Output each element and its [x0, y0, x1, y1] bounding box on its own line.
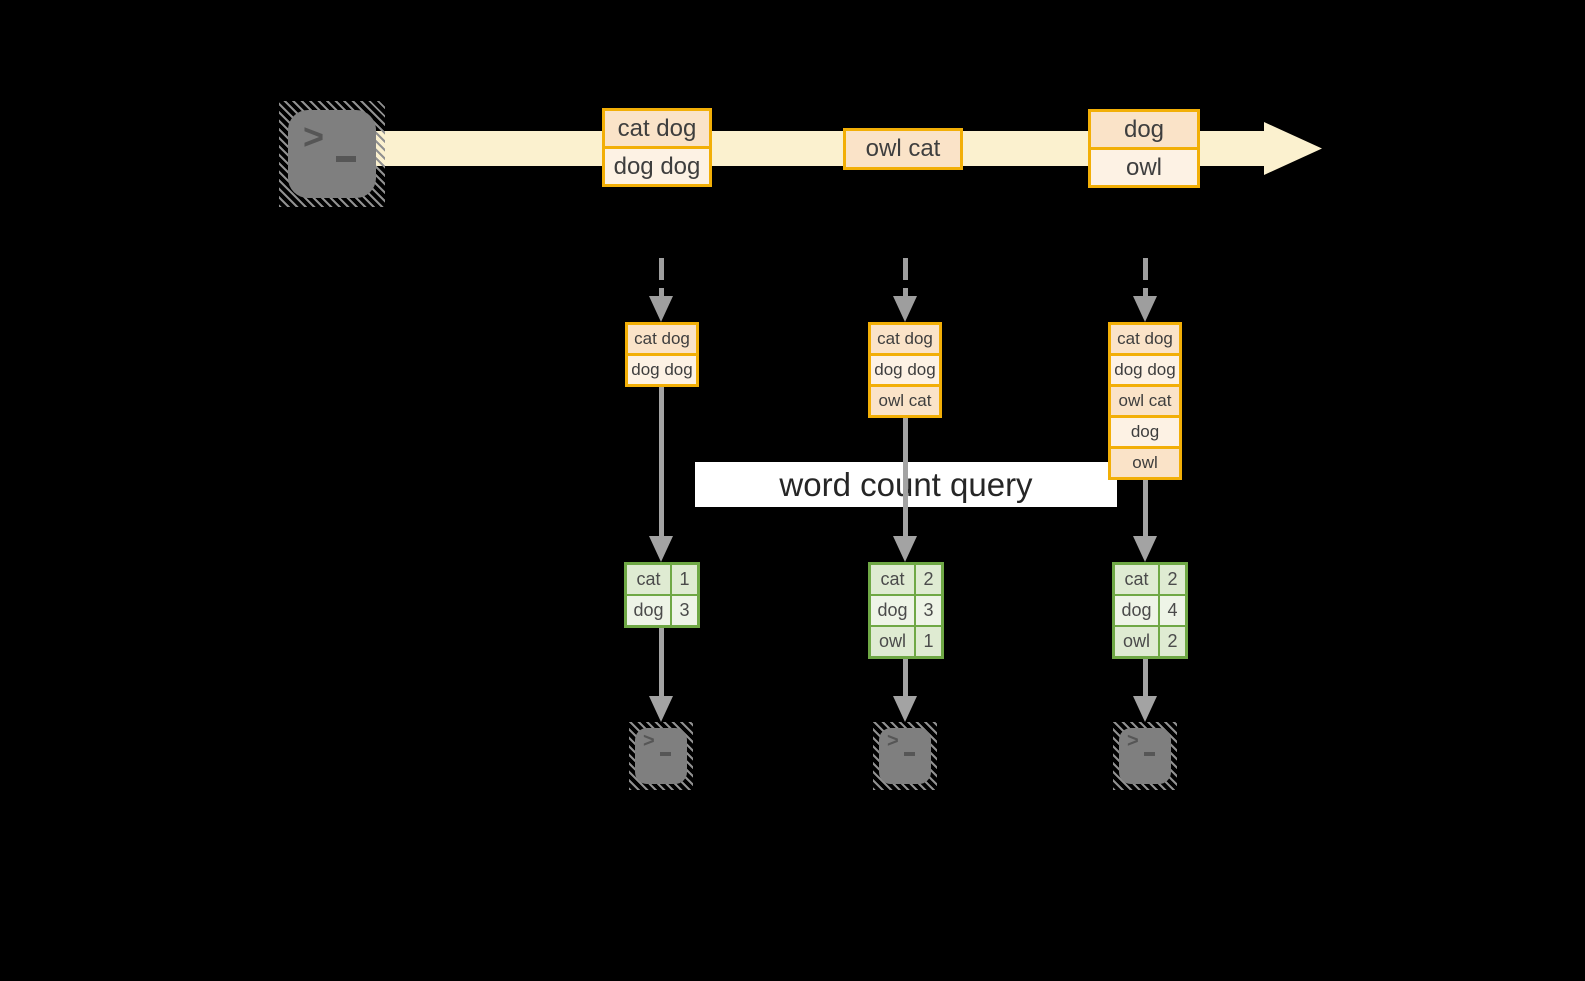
state-row: dog dog [1111, 353, 1179, 384]
stream-arrowhead-icon [1264, 122, 1322, 175]
count-cell: 4 [1160, 596, 1185, 625]
terminal-screen: > [288, 110, 376, 198]
arrow-icon [903, 659, 908, 700]
record-line: owl cat [846, 131, 960, 167]
state-row: dog dog [871, 353, 939, 384]
dashed-arrow-icon [903, 258, 908, 298]
stream-record-batch-2: owl cat [843, 128, 963, 170]
sink-terminal-icon: > [1113, 722, 1177, 790]
arrowhead-icon [649, 696, 673, 722]
prompt-cursor-icon [1144, 752, 1155, 756]
prompt-cursor-icon [660, 752, 671, 756]
dashed-arrow-icon [659, 258, 664, 298]
count-cell: 3 [672, 596, 697, 625]
word-cell: cat [627, 565, 670, 594]
word-cell: dog [871, 596, 914, 625]
word-cell: dog [627, 596, 670, 625]
dashed-arrowhead-icon [1133, 296, 1157, 322]
word-cell: owl [1115, 627, 1158, 656]
arrowhead-icon [1133, 536, 1157, 562]
dashed-arrowhead-icon [893, 296, 917, 322]
arrow-icon [903, 418, 908, 540]
arrowhead-icon [893, 536, 917, 562]
sink-terminal-icon: > [873, 722, 937, 790]
state-row: dog dog [628, 353, 696, 384]
count-cell: 3 [916, 596, 941, 625]
dashed-arrow-icon [1143, 258, 1148, 298]
record-line: dog dog [605, 146, 709, 184]
terminal-screen: > [879, 728, 931, 784]
stream-record-batch-1: cat dog dog dog [602, 108, 712, 187]
word-count-table-1: cat 1 dog 3 [624, 562, 700, 628]
state-row: cat dog [871, 325, 939, 353]
arrow-icon [1143, 480, 1148, 540]
terminal-screen: > [635, 728, 687, 784]
state-row: cat dog [628, 325, 696, 353]
prompt-chevron-icon: > [1127, 730, 1139, 752]
terminal-screen: > [1119, 728, 1171, 784]
arrow-icon [659, 628, 664, 700]
state-row: cat dog [1111, 325, 1179, 353]
arrow-icon [1143, 659, 1148, 700]
count-cell: 2 [1160, 565, 1185, 594]
prompt-cursor-icon [336, 156, 356, 162]
count-cell: 2 [916, 565, 941, 594]
state-stack-1: cat dog dog dog [625, 322, 699, 387]
word-cell: owl [871, 627, 914, 656]
state-row: dog [1111, 415, 1179, 446]
state-row: owl cat [1111, 384, 1179, 415]
word-count-table-3: cat 2 dog 4 owl 2 [1112, 562, 1188, 659]
prompt-chevron-icon: > [887, 730, 899, 752]
dashed-arrowhead-icon [649, 296, 673, 322]
word-cell: cat [1115, 565, 1158, 594]
count-cell: 1 [916, 627, 941, 656]
state-stack-3: cat dog dog dog owl cat dog owl [1108, 322, 1182, 480]
state-row: owl [1111, 446, 1179, 477]
source-terminal-icon: > [279, 101, 385, 207]
arrow-icon [659, 387, 664, 540]
word-count-table-2: cat 2 dog 3 owl 1 [868, 562, 944, 659]
record-line: dog [1091, 112, 1197, 147]
prompt-chevron-icon: > [643, 730, 655, 752]
prompt-chevron-icon: > [303, 116, 325, 157]
count-cell: 2 [1160, 627, 1185, 656]
stream-record-batch-3: dog owl [1088, 109, 1200, 188]
arrowhead-icon [649, 536, 673, 562]
count-cell: 1 [672, 565, 697, 594]
prompt-cursor-icon [904, 752, 915, 756]
arrowhead-icon [1133, 696, 1157, 722]
state-row: owl cat [871, 384, 939, 415]
arrowhead-icon [893, 696, 917, 722]
state-stack-2: cat dog dog dog owl cat [868, 322, 942, 418]
record-line: cat dog [605, 111, 709, 146]
sink-terminal-icon: > [629, 722, 693, 790]
word-cell: dog [1115, 596, 1158, 625]
word-cell: cat [871, 565, 914, 594]
record-line: owl [1091, 147, 1197, 185]
